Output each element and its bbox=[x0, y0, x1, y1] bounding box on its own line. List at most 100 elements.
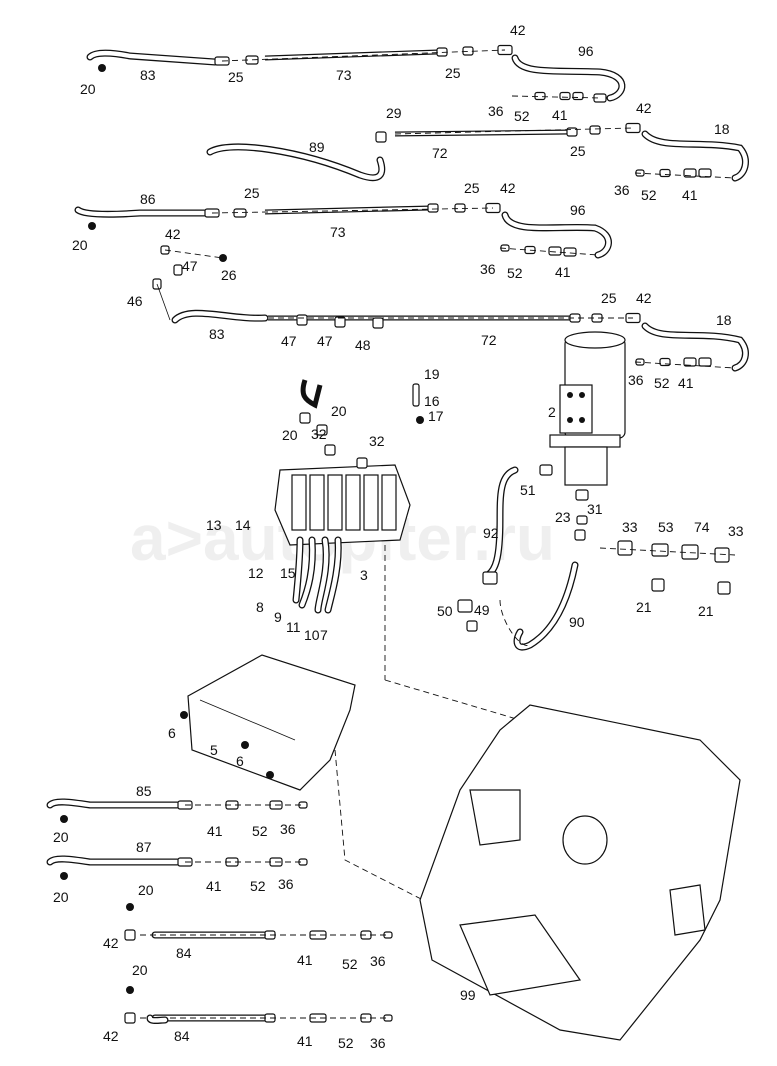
hose-inner bbox=[75, 207, 208, 217]
port bbox=[567, 417, 573, 423]
callout-84: 84 bbox=[174, 1028, 190, 1044]
callout-23: 23 bbox=[555, 509, 571, 525]
fitting bbox=[683, 357, 697, 367]
fitting bbox=[375, 131, 387, 143]
nut bbox=[180, 711, 188, 719]
hose-inner bbox=[293, 537, 303, 603]
fitting bbox=[324, 444, 336, 456]
fitting bbox=[659, 168, 671, 178]
callout-20: 20 bbox=[132, 962, 148, 978]
dashed-line bbox=[164, 249, 224, 259]
fitting bbox=[683, 168, 697, 178]
hose-inner bbox=[147, 1015, 168, 1023]
hose-inner bbox=[512, 55, 625, 101]
callout-25: 25 bbox=[228, 69, 244, 85]
callout-90: 90 bbox=[569, 614, 585, 630]
callout-42: 42 bbox=[165, 226, 181, 242]
hydraulic-lines-drawing bbox=[46, 44, 749, 1041]
callout-33: 33 bbox=[728, 523, 744, 539]
valve-section bbox=[291, 474, 307, 531]
nut bbox=[266, 771, 274, 779]
callout-32: 32 bbox=[369, 433, 385, 449]
fitting bbox=[412, 383, 420, 407]
callout-42: 42 bbox=[510, 22, 526, 38]
callout-25: 25 bbox=[445, 65, 461, 81]
hose-inner bbox=[502, 212, 611, 258]
callout-36: 36 bbox=[628, 372, 644, 388]
frame-pad bbox=[459, 914, 582, 996]
fitting bbox=[572, 91, 584, 101]
callout-25: 25 bbox=[244, 185, 260, 201]
callout-8: 8 bbox=[256, 599, 264, 615]
callout-3: 3 bbox=[360, 567, 368, 583]
callout-89: 89 bbox=[309, 139, 325, 155]
callout-16: 16 bbox=[424, 393, 440, 409]
valve-section bbox=[327, 474, 343, 531]
hose-inner bbox=[207, 144, 384, 180]
fitting bbox=[462, 46, 474, 56]
callout-25: 25 bbox=[570, 143, 586, 159]
nut bbox=[126, 986, 134, 994]
callout-49: 49 bbox=[474, 602, 490, 618]
callout-15: 15 bbox=[280, 565, 296, 581]
callout-42: 42 bbox=[103, 1028, 119, 1044]
callout-41: 41 bbox=[297, 952, 313, 968]
fitting bbox=[698, 168, 712, 178]
nut bbox=[98, 64, 106, 72]
callout-83: 83 bbox=[209, 326, 225, 342]
fitting bbox=[296, 314, 308, 326]
cover-plate bbox=[187, 654, 356, 791]
callout-85: 85 bbox=[136, 783, 152, 799]
hose-inner bbox=[642, 323, 748, 371]
callout-52: 52 bbox=[342, 956, 358, 972]
port bbox=[567, 392, 573, 398]
fitting bbox=[534, 91, 546, 101]
port bbox=[579, 417, 585, 423]
callout-92: 92 bbox=[483, 525, 499, 541]
fitting bbox=[427, 203, 439, 213]
callout-33: 33 bbox=[622, 519, 638, 535]
callout-20: 20 bbox=[138, 882, 154, 898]
callout-52: 52 bbox=[654, 375, 670, 391]
callout-53: 53 bbox=[658, 519, 674, 535]
callout-48: 48 bbox=[355, 337, 371, 353]
fitting bbox=[124, 929, 136, 941]
hose-inner bbox=[47, 799, 183, 808]
fitting bbox=[334, 316, 346, 328]
callout-26: 26 bbox=[221, 267, 237, 283]
callout-36: 36 bbox=[480, 261, 496, 277]
fitting bbox=[482, 571, 498, 585]
hose-inner bbox=[87, 50, 218, 65]
callout-32: 32 bbox=[311, 426, 327, 442]
callout-50: 50 bbox=[437, 603, 453, 619]
fitting bbox=[617, 540, 633, 556]
swivel-port-block bbox=[559, 384, 593, 434]
callout-52: 52 bbox=[252, 823, 268, 839]
callout-36: 36 bbox=[370, 953, 386, 969]
callout-5: 5 bbox=[210, 742, 218, 758]
fitting bbox=[124, 1012, 136, 1024]
nut bbox=[126, 903, 134, 911]
pipe-inner bbox=[394, 130, 571, 136]
callout-6: 6 bbox=[168, 725, 176, 741]
fitting bbox=[576, 515, 588, 525]
callout-2: 2 bbox=[548, 404, 556, 420]
frame-block bbox=[469, 789, 521, 846]
callout-41: 41 bbox=[297, 1033, 313, 1049]
callout-84: 84 bbox=[176, 945, 192, 961]
fitting bbox=[466, 620, 478, 632]
callout-31: 31 bbox=[587, 501, 603, 517]
dashed-line bbox=[384, 679, 521, 721]
callout-52: 52 bbox=[338, 1035, 354, 1051]
callout-96: 96 bbox=[578, 43, 594, 59]
fitting bbox=[372, 317, 384, 329]
callout-41: 41 bbox=[555, 264, 571, 280]
callout-9: 9 bbox=[274, 609, 282, 625]
hose-inner bbox=[47, 856, 183, 865]
callout-47: 47 bbox=[182, 258, 198, 274]
callout-83: 83 bbox=[140, 67, 156, 83]
callout-72: 72 bbox=[432, 145, 448, 161]
callout-52: 52 bbox=[250, 878, 266, 894]
callout-36: 36 bbox=[280, 821, 296, 837]
